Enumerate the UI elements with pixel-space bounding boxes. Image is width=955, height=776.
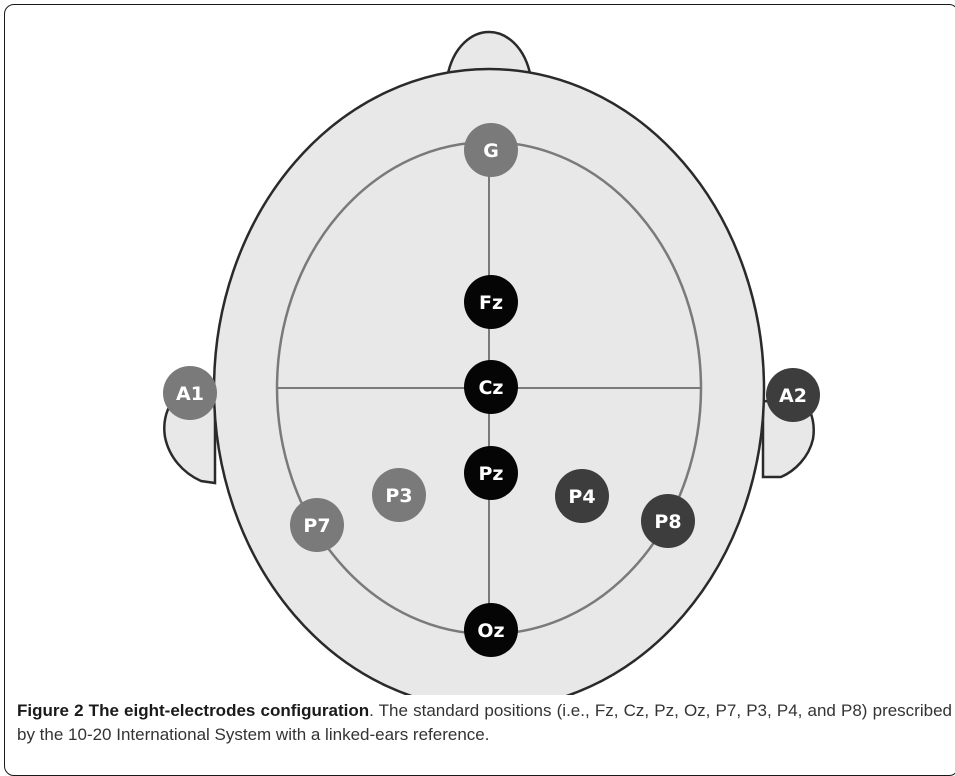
electrode-label: P4 — [568, 486, 595, 508]
electrode-dot — [464, 603, 518, 657]
caption-text: . The standard positions (i.e., Fz, Cz, … — [17, 701, 952, 744]
figure-caption: Figure 2 The eight-electrodes configurat… — [17, 699, 952, 747]
electrode-p3: P3 — [372, 468, 426, 522]
electrode-dot — [163, 366, 217, 420]
electrode-pz: Pz — [464, 446, 518, 500]
electrode-dot — [464, 275, 518, 329]
electrode-label: A2 — [779, 385, 807, 407]
electrode-dot — [766, 368, 820, 422]
caption-title: Figure 2 The eight-electrodes configurat… — [17, 701, 370, 720]
electrode-oz: Oz — [464, 603, 518, 657]
electrode-dot — [464, 123, 518, 177]
electrode-label: Fz — [479, 292, 503, 314]
electrode-label: P3 — [385, 485, 412, 507]
electrode-label: Cz — [478, 377, 503, 399]
electrode-dot — [464, 360, 518, 414]
electrode-label: A1 — [176, 383, 204, 405]
electrode-a2: A2 — [766, 368, 820, 422]
electrode-p4: P4 — [555, 469, 609, 523]
electrode-p7: P7 — [290, 498, 344, 552]
electrode-dot — [372, 468, 426, 522]
electrode-label: Oz — [477, 620, 504, 642]
electrode-dot — [464, 446, 518, 500]
electrode-dot — [641, 494, 695, 548]
electrode-dot — [290, 498, 344, 552]
electrode-label: G — [483, 140, 499, 162]
electrode-a1: A1 — [163, 366, 217, 420]
electrode-p8: P8 — [641, 494, 695, 548]
electrode-g: G — [464, 123, 518, 177]
electrode-label: Pz — [479, 463, 504, 485]
electrode-cz: Cz — [464, 360, 518, 414]
nose — [445, 30, 533, 80]
electrode-fz: Fz — [464, 275, 518, 329]
electrode-label: P7 — [303, 515, 330, 537]
electrode-dot — [555, 469, 609, 523]
electrode-label: P8 — [654, 511, 681, 533]
